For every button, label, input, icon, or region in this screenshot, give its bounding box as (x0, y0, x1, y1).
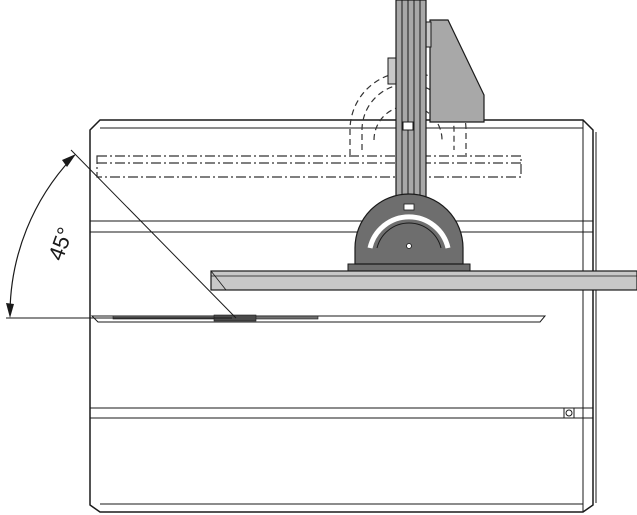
fastener-icon (563, 407, 575, 419)
panel-grooves (90, 220, 593, 419)
hidden-outline (96, 155, 522, 178)
table-rail (210, 270, 637, 291)
arbor-housing (347, 193, 471, 273)
angle-label: 45° (43, 224, 78, 264)
blade-column (395, 0, 427, 211)
